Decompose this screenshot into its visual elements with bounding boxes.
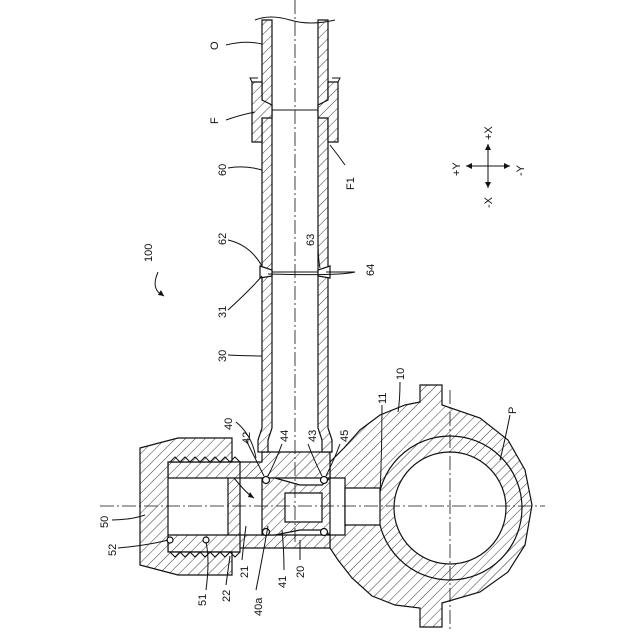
nut-50 [140, 438, 240, 575]
label-42: 42 [241, 432, 253, 444]
label-50: 50 [99, 516, 111, 528]
label-40: 40 [223, 418, 235, 430]
label-60: 60 [217, 164, 229, 176]
label-10: 10 [395, 368, 407, 380]
label-22: 22 [221, 590, 233, 602]
label-P: P [507, 407, 519, 414]
label-F: F [209, 117, 221, 124]
label-30: 30 [217, 350, 229, 362]
label-O: O [209, 41, 221, 50]
axis-plus-y: +Y [451, 162, 463, 176]
label-31: 31 [217, 306, 229, 318]
axis-plus-x: +X [483, 126, 495, 140]
label-100: 100 [143, 244, 155, 262]
label-F1: F1 [345, 177, 357, 190]
label-51: 51 [197, 594, 209, 606]
label-41: 41 [277, 576, 289, 588]
label-21: 21 [239, 566, 251, 578]
axis-minus-y: -Y [515, 164, 527, 176]
label-52: 52 [107, 544, 119, 556]
label-64: 64 [365, 264, 377, 276]
label-63: 63 [305, 234, 317, 246]
label-62: 62 [217, 233, 229, 245]
axis-cross: +Y +X -Y -X [451, 126, 527, 208]
label-40a: 40a [253, 597, 265, 616]
insert-40 [262, 478, 330, 535]
label-11: 11 [377, 393, 389, 404]
label-43: 43 [307, 430, 319, 442]
label-44: 44 [279, 430, 291, 442]
label-45: 45 [339, 430, 351, 442]
label-20: 20 [295, 566, 307, 578]
axis-minus-x: -X [483, 196, 495, 208]
